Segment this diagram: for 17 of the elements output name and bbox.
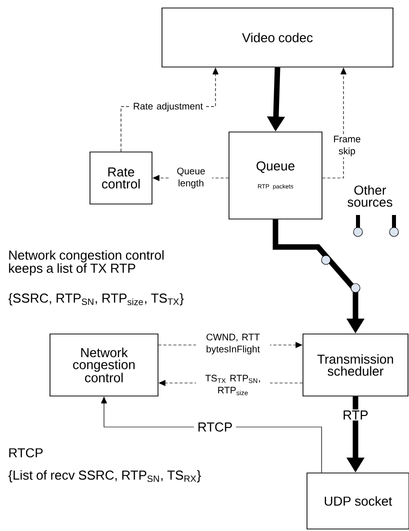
note-text: {SSRC, RTP$_{SN}$, RTP$_{size}$, TS$_{TX}$}	[8, 293, 184, 306]
block-box: Network congestion control	[50, 334, 158, 396]
edge-label: Rate adjustment	[131, 102, 205, 112]
block-box: Video codec	[162, 8, 394, 68]
block-box: UDP socket	[306, 472, 409, 530]
edge-label: Queue length	[170, 166, 212, 190]
edge-label: RTCP	[194, 421, 236, 433]
note-text: {List of recv SSRC, RTP$_{SN}$, TS$_{RX}$}	[8, 470, 201, 482]
block-box: Transmission scheduler	[302, 334, 408, 396]
block-box: Rate control	[90, 152, 152, 204]
note-text: Network congestion control keeps a list of TX RTP	[9, 250, 164, 276]
note-text: RTCP	[9, 448, 43, 458]
edge-label: TS$_{TX}$ RTP$_{SN}$, RTP$_{size}$	[196, 374, 270, 396]
edge-label: Frame skip	[328, 134, 366, 158]
note-text: Other sources	[348, 185, 392, 207]
edge-label: RTP	[340, 410, 372, 420]
edge-label: CWND, RTT bytesInFlight	[196, 332, 270, 356]
